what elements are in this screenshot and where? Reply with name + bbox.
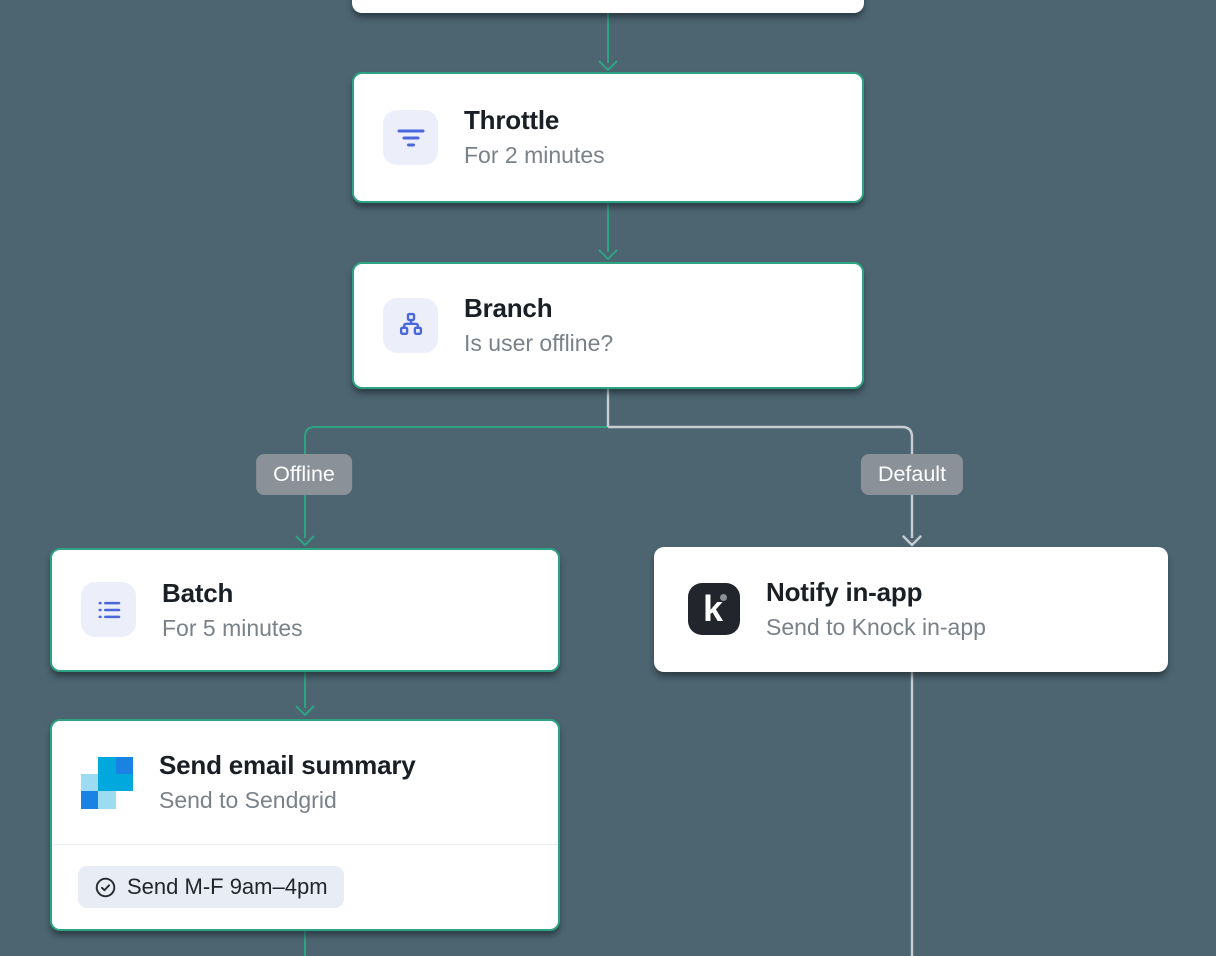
branch-edge-label-offline: Offline bbox=[256, 454, 352, 495]
knock-logo-dot bbox=[720, 594, 727, 602]
sendgrid-logo-icon bbox=[81, 756, 133, 809]
send-email-summary-node[interactable]: Send email summary Send to Sendgrid Send… bbox=[50, 719, 560, 931]
check-circle-icon bbox=[95, 877, 116, 897]
node-title: Send email summary bbox=[159, 750, 416, 781]
node-divider bbox=[52, 844, 558, 845]
node-title: Batch bbox=[162, 577, 234, 608]
node-title: Notify in-app bbox=[766, 577, 923, 608]
branch-sitemap-icon bbox=[383, 297, 438, 353]
send-window-badge-label: Send M-F 9am–4pm bbox=[127, 874, 328, 899]
node-subtitle: For 5 minutes bbox=[162, 614, 303, 641]
node-subtitle: For 2 minutes bbox=[464, 142, 605, 169]
throttle-filter-icon bbox=[383, 109, 438, 165]
throttle-node[interactable]: Throttle For 2 minutes bbox=[352, 72, 864, 203]
batch-list-icon bbox=[81, 582, 136, 638]
node-subtitle: Is user offline? bbox=[464, 330, 614, 357]
node-title: Branch bbox=[464, 293, 553, 324]
branch-edge-label-default: Default bbox=[860, 454, 964, 495]
batch-node[interactable]: Batch For 5 minutes bbox=[50, 548, 560, 672]
notify-in-app-node[interactable]: k Notify in-app Send to Knock in-app bbox=[654, 547, 1168, 672]
node-title: Throttle bbox=[464, 105, 560, 136]
node-subtitle: Send to Knock in-app bbox=[766, 614, 986, 641]
knock-logo-letter: k bbox=[703, 588, 724, 630]
branch-node[interactable]: Branch Is user offline? bbox=[352, 262, 864, 389]
node-subtitle: Send to Sendgrid bbox=[159, 787, 337, 814]
knock-logo-icon: k bbox=[688, 583, 740, 636]
send-window-badge: Send M-F 9am–4pm bbox=[78, 866, 344, 908]
trigger-node-partial[interactable] bbox=[352, 0, 864, 13]
